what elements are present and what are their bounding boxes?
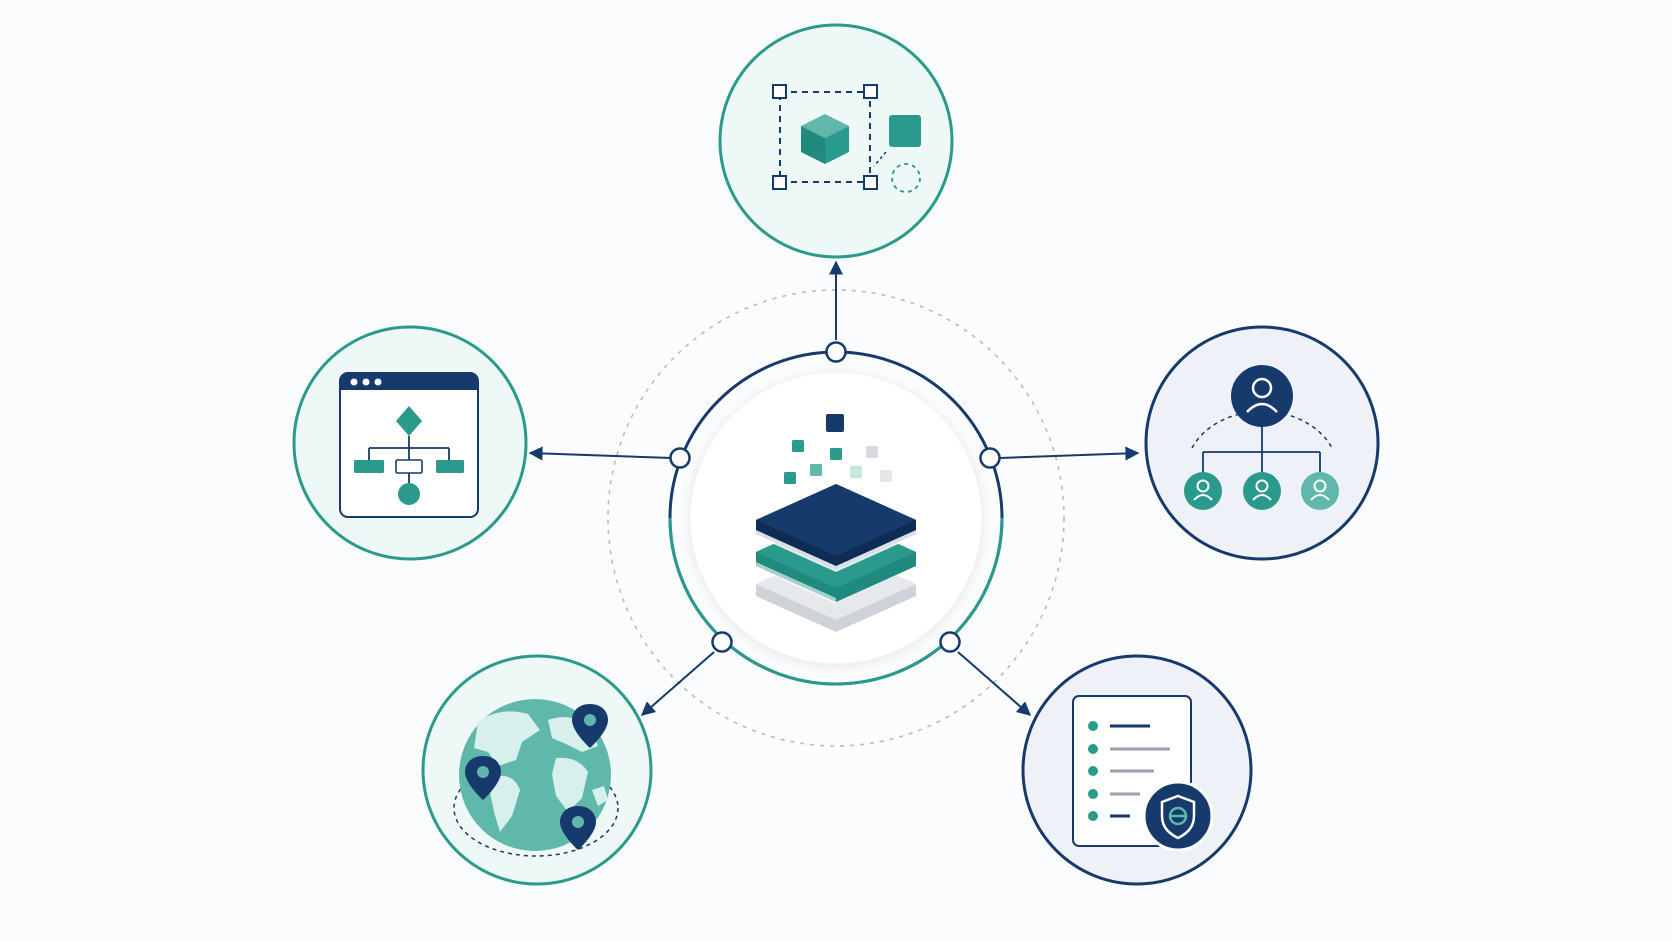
connector-right [999, 446, 1140, 461]
spoke-global-locations [421, 654, 653, 886]
3d-cube-selection-icon [772, 84, 921, 193]
flowchart-window-icon [339, 372, 479, 518]
stacked-layers-icon [756, 414, 916, 632]
spoke-modeling [718, 23, 954, 259]
globe-pins-icon [453, 699, 619, 857]
org-chart-users-icon [1184, 365, 1339, 510]
spoke-workflow [292, 325, 528, 561]
connector-bottom-right [957, 651, 1032, 716]
spoke-secure-documents [1021, 654, 1253, 886]
document-shield-icon [1072, 695, 1214, 852]
connector-left [528, 446, 673, 461]
hub-connection-nodes [669, 341, 1001, 653]
connector-bottom-left [640, 651, 715, 716]
spoke-user-hierarchy [1144, 325, 1380, 561]
